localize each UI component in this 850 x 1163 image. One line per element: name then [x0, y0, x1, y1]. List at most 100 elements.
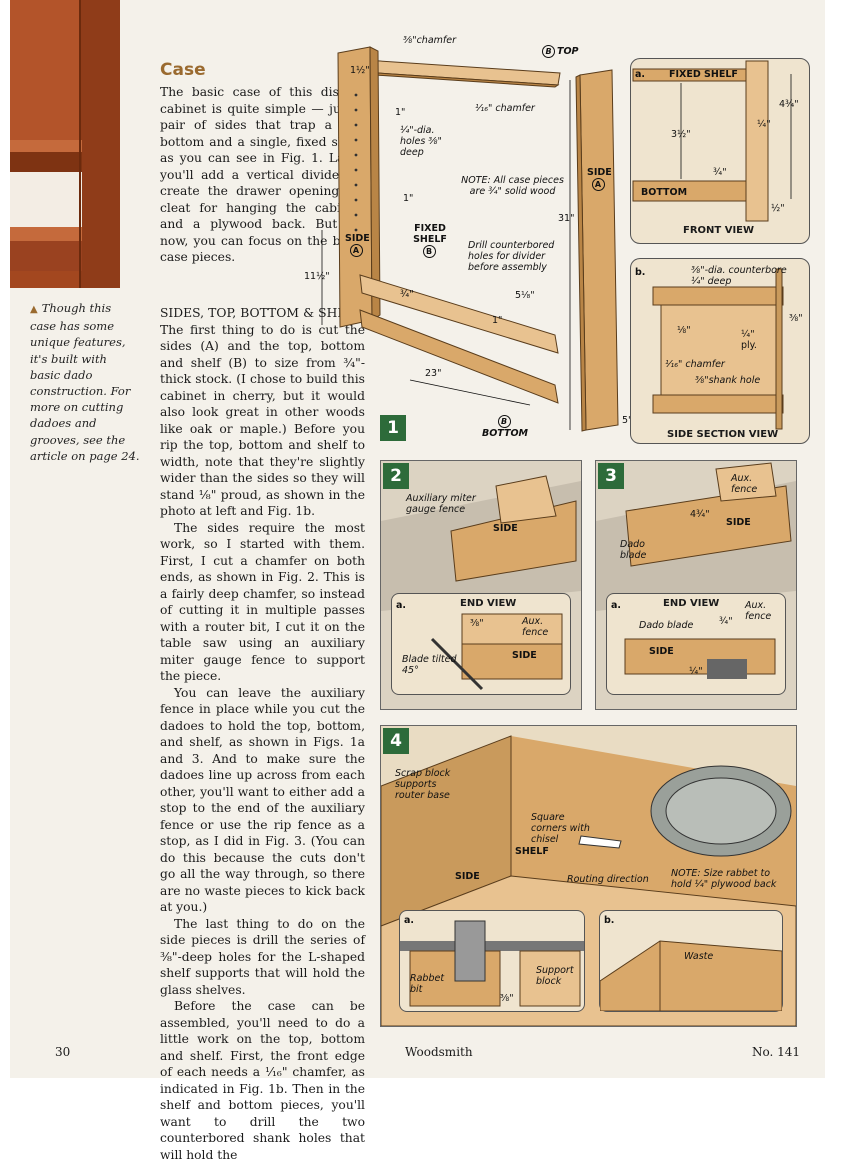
fig4b-tag: b.	[604, 915, 615, 926]
fig1a-dim-3-5: 3½"	[671, 129, 691, 140]
cabinet-photo	[10, 0, 145, 290]
fig1b-chamfer: ⅟₁₆" chamfer	[665, 359, 725, 370]
fig1b-view-title: SIDE SECTION VIEW	[667, 429, 779, 440]
article-body: SIDES, TOP, BOTTOM & SHELF. The first th…	[160, 305, 365, 1163]
fig1-dim-3-4: ¾"	[400, 289, 414, 300]
fig3a-dim-34: ¾"	[719, 616, 733, 627]
fig4a-panel: a. Rabbet bit Support block ⅜"	[399, 910, 585, 1012]
side-letter: A	[349, 244, 363, 257]
page-number: 30	[55, 1045, 71, 1059]
figure-1-badge: 1	[380, 415, 406, 441]
figure-1b-drawing	[652, 268, 784, 430]
fig1a-dim-q: ¼"	[757, 119, 771, 130]
fig4-square-label: Square corners with chisel	[531, 812, 590, 845]
side2-text: SIDE	[587, 167, 612, 178]
intro-paragraph: The basic case of this display cabinet i…	[160, 85, 365, 264]
fig2-aux-label: Auxiliary miter gauge fence	[406, 493, 476, 515]
figure-1a-drawing	[632, 60, 792, 222]
figure-4: 4 Scrap block supports router base Squar…	[380, 725, 797, 1027]
fig1-dim-31: 31"	[558, 213, 575, 224]
issue-number: No. 141	[752, 1045, 801, 1059]
fig1a-bottom: BOTTOM	[641, 187, 688, 198]
fixed-shelf-text: FIXED SHELF	[413, 223, 447, 245]
bottom-letter: B	[497, 415, 511, 428]
fig1a-dim-half: ½"	[771, 203, 785, 214]
fig3a-side: SIDE	[649, 646, 674, 657]
side-text: SIDE	[345, 233, 370, 244]
fig1a-dim-4-34: 4¾"	[779, 99, 799, 110]
fig1b-dim-q: ¼" ply.	[741, 329, 757, 351]
fig1-holes-label: ¼"-dia. holes ⅜" deep	[400, 125, 442, 158]
paragraph-4: The last thing to do on the side pieces …	[160, 916, 365, 997]
fig1-chamfer16-label: ⅟₁₆" chamfer	[475, 103, 535, 114]
fig2a-end-view: END VIEW	[460, 598, 517, 609]
fig2a-side: SIDE	[512, 650, 537, 661]
fig3-dado-label: Dado blade	[620, 539, 647, 561]
subhead: SIDES, TOP, BOTTOM & SHELF.	[160, 306, 365, 320]
paragraph-2: The sides require the most work, so I st…	[160, 520, 365, 684]
triangle-icon: ▲	[30, 304, 38, 315]
fig4-note: NOTE: Size rabbet to hold ¼" plywood bac…	[671, 868, 777, 890]
fig4-shelf-label: SHELF	[515, 846, 549, 857]
paragraph-1-text: The first thing to do is cut the sides (…	[160, 322, 365, 519]
article-intro: Case The basic case of this display cabi…	[160, 60, 365, 266]
fig3-side-label: SIDE	[726, 517, 751, 528]
fig1a-fixed-shelf: FIXED SHELF	[669, 69, 738, 80]
paragraph-5: Before the case can be assembled, you'll…	[160, 999, 365, 1162]
fig1-dim-5-18: 5⅟₈"	[515, 290, 535, 301]
figure-1-drawing	[321, 46, 619, 432]
fig2a-aux-fence: Aux. fence	[522, 616, 549, 638]
fig1-note: NOTE: All case pieces are ¾" solid wood	[461, 175, 564, 197]
fig2a-dim-38: ⅜"	[470, 618, 484, 629]
figure-2: 2 Auxiliary miter gauge fence SIDE a. EN…	[380, 460, 582, 710]
article-title: Case	[160, 60, 206, 80]
fig3a-panel: a. END VIEW Aux. fence Dado blade ¾" SID…	[606, 593, 786, 695]
photo-caption: ▲Though this case has some unique featur…	[30, 300, 140, 464]
figure-1a-panel: a. FIXED SHELF 3½" ¼" 4¾" ¾" BOTTOM ½" F…	[630, 58, 810, 244]
fig2-side-label: SIDE	[493, 523, 518, 534]
fig2a-blade: Blade tilted 45°	[402, 654, 457, 676]
fig1b-counterbore: ⅜"-dia. counterbore ¼" deep	[691, 265, 787, 287]
fig1-dim-1c: 1"	[492, 315, 503, 326]
magazine-name: Woodsmith	[405, 1045, 473, 1059]
fig3-dim-label: 4¾"	[690, 509, 710, 520]
fig1b-shank: ⅜"shank hole	[695, 375, 761, 386]
fig4b-waste: Waste	[684, 951, 714, 962]
fig1-dim-1a: 1"	[395, 107, 406, 118]
fig1-chamfer-label: ⅜"chamfer	[403, 35, 456, 46]
figure-3-badge: 3	[598, 463, 624, 489]
figure-2-drawing	[381, 475, 581, 611]
figure-4-badge: 4	[383, 728, 409, 754]
fig3a-dim-14: ¼"	[689, 666, 703, 677]
paragraph-1: SIDES, TOP, BOTTOM & SHELF. The first th…	[160, 305, 365, 520]
fig4a-rabbet: Rabbet bit	[410, 973, 445, 995]
fig2a-panel: a. END VIEW ⅜" Aux. fence SIDE Blade til…	[391, 593, 571, 695]
figure-3-drawing	[596, 462, 796, 611]
fig3a-drawing	[624, 638, 776, 679]
paragraph-3: You can leave the auxiliary fence in pla…	[160, 685, 365, 915]
fig1-dim-23: 23"	[425, 368, 442, 379]
fig3a-end-view: END VIEW	[663, 598, 720, 609]
bottom-text: BOTTOM	[481, 428, 529, 439]
fig1b-dim-18: ⅛"	[677, 325, 691, 336]
shelf-letter: B	[422, 245, 436, 258]
fig1a-tag: a.	[635, 69, 646, 80]
fig2a-tag: a.	[396, 600, 407, 611]
figure-2-badge: 2	[383, 463, 409, 489]
top-letter: B	[542, 45, 555, 58]
fig4a-tag: a.	[404, 915, 415, 926]
fig4b-drawing	[600, 940, 782, 1011]
fig3a-dado-blade: Dado blade	[639, 620, 694, 631]
top-text: TOP	[557, 46, 579, 57]
fig3a-aux-fence: Aux. fence	[745, 600, 772, 622]
figure-1b-panel: b. ⅜"-dia. counterbore ¼" deep ⅛" ¼" ply…	[630, 258, 810, 444]
fig3a-tag: a.	[611, 600, 622, 611]
fig1b-tag: b.	[635, 267, 646, 278]
fig1-drill-note: Drill counterbored holes for divider bef…	[468, 240, 555, 273]
